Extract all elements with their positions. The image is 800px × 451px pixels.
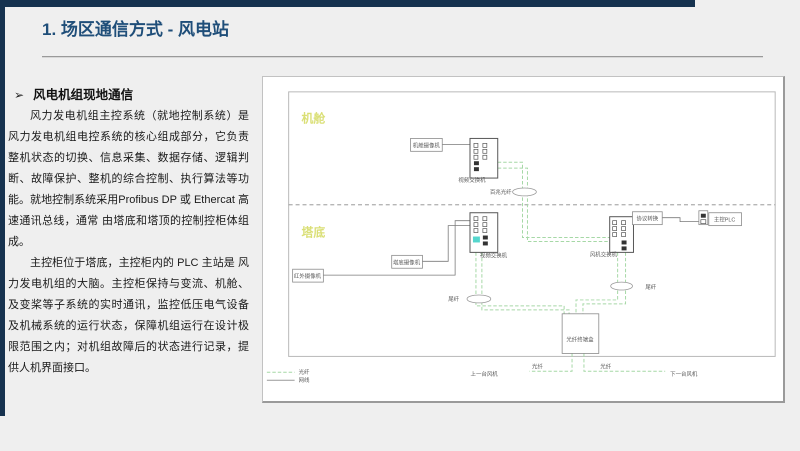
arrow-bullet-icon: ➢ bbox=[14, 88, 25, 102]
fiber-terminal-box bbox=[561, 313, 600, 354]
media-converter bbox=[698, 210, 709, 226]
nacelle-camera-box bbox=[410, 138, 443, 152]
fiber-link-tower-2 bbox=[481, 252, 570, 314]
protocol-converter-box bbox=[632, 211, 663, 226]
zone-label-tower-base: 塔底 bbox=[302, 226, 326, 240]
main-plc-label: 主控PLC bbox=[714, 216, 736, 224]
fiber-link-nacelle-2 bbox=[497, 167, 610, 242]
nacelle-camera-label: 机舱摄像机 bbox=[413, 141, 441, 149]
pigtail-right-label: 尾纤 bbox=[645, 283, 656, 291]
window-frame-top bbox=[0, 0, 695, 7]
slide-title: 1. 场区通信方式 - 风电站 bbox=[42, 20, 230, 39]
window-frame-left bbox=[0, 0, 5, 416]
video-switch-tower-label: 视频交换机 bbox=[480, 251, 508, 259]
network-diagram: 机舱 塔底 机舱摄像机 bbox=[266, 91, 776, 384]
ir-camera-label: 红外摄像机 bbox=[294, 272, 322, 280]
prev-turbine-label: 上一台风机 bbox=[471, 370, 499, 378]
fiber-coil-tower bbox=[466, 294, 492, 304]
legend-fiber-label: 光纤 bbox=[299, 368, 310, 376]
fiber-100m-label: 百兆光纤 bbox=[490, 188, 512, 196]
paragraph-2: 主控柜位于塔底，主控柜内的 PLC 主站是 风力发电机组的大脑。主控柜保持与变流… bbox=[8, 257, 249, 374]
wire-tower-camera bbox=[422, 225, 470, 262]
fiber-coil-turbine bbox=[610, 281, 633, 291]
ir-camera-box bbox=[292, 268, 324, 283]
main-plc-box bbox=[708, 212, 742, 227]
protocol-converter-label: 协议转换 bbox=[636, 215, 658, 223]
fiber-label-left: 光纤 bbox=[532, 362, 543, 370]
video-switch-nacelle-label: 视频交换机 bbox=[458, 176, 486, 184]
section-heading: 风电机组现地通信 bbox=[33, 88, 134, 102]
paragraph-1: 风力发电机组主控系统（就地控制系统）是风力发电机组电控系统的核心组成部分，它负责… bbox=[8, 110, 249, 248]
body-text: 风力发电机组主控系统（就地控制系统）是风力发电机组电控系统的核心组成部分，它负责… bbox=[8, 106, 249, 379]
fiber-link-turbine-2 bbox=[582, 252, 627, 314]
legend-cable-label: 网线 bbox=[299, 376, 310, 384]
video-switch-tower bbox=[469, 212, 499, 253]
next-turbine-label: 下一台风机 bbox=[670, 370, 698, 378]
fiber-terminal-box-label: 光纤终端盒 bbox=[566, 336, 594, 344]
turbine-switch-label: 风机交换机 bbox=[590, 250, 618, 258]
tower-camera-box bbox=[391, 254, 423, 269]
pigtail-left-label: 尾纤 bbox=[448, 295, 459, 303]
video-switch-nacelle bbox=[469, 137, 499, 179]
highlighted-port bbox=[472, 236, 480, 243]
fiber-link-prev-turbine bbox=[529, 353, 573, 372]
tower-camera-label: 塔底摄像机 bbox=[393, 258, 421, 266]
turbine-switch bbox=[609, 216, 634, 253]
fiber-coil-nacelle bbox=[512, 187, 537, 197]
fiber-link-nacelle-1 bbox=[497, 161, 610, 239]
network-diagram-panel: 机舱 塔底 机舱摄像机 bbox=[262, 76, 785, 403]
fiber-link-next-turbine bbox=[583, 353, 666, 372]
title-divider bbox=[42, 56, 763, 58]
diagram-frame bbox=[288, 91, 776, 357]
zone-label-nacelle: 机舱 bbox=[302, 112, 326, 126]
fiber-link-tower-1 bbox=[475, 252, 565, 314]
fiber-link-turbine-1 bbox=[575, 252, 619, 314]
wire-protocol-plc bbox=[662, 217, 699, 223]
section-heading-row: ➢ 风电机组现地通信 bbox=[14, 88, 133, 103]
wire-ir-camera bbox=[323, 220, 470, 276]
fiber-label-right: 光纤 bbox=[600, 362, 611, 370]
